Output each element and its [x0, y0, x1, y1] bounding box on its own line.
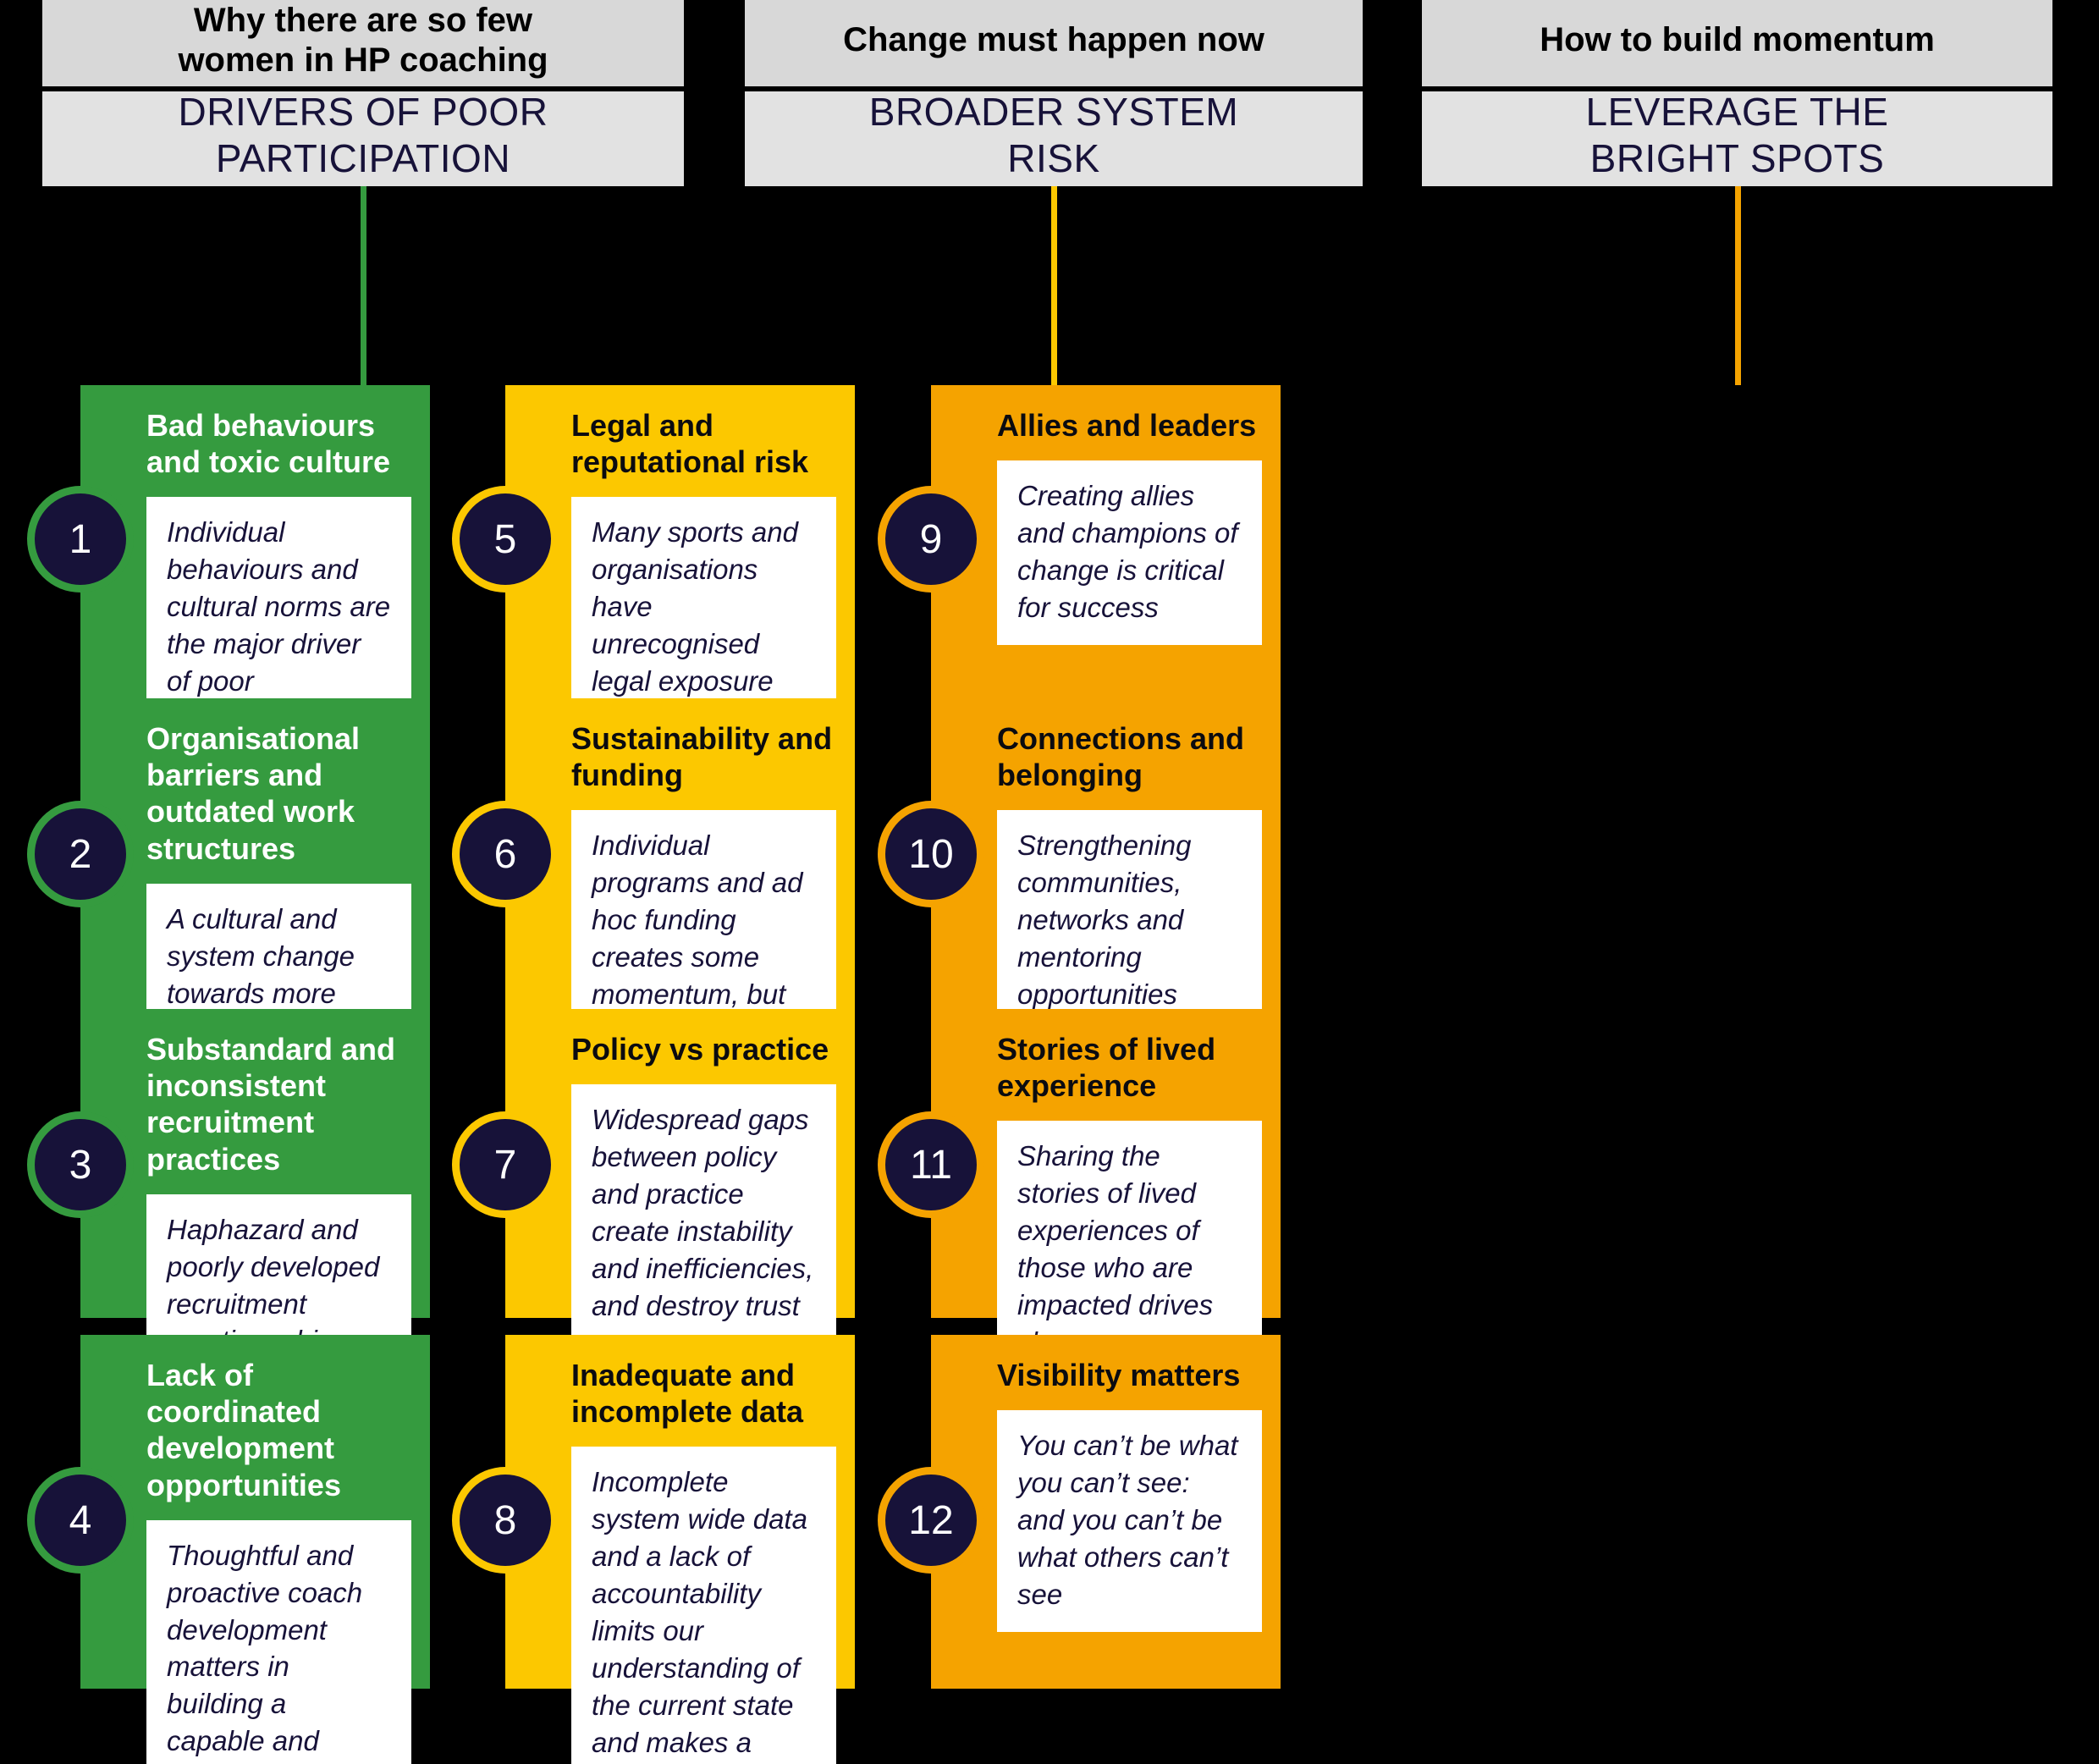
card-body-text: You can’t be what you can’t see: and you…: [997, 1410, 1262, 1632]
card-number-badge: 7: [460, 1119, 551, 1210]
column-category-line: DRIVERS OF POOR: [178, 89, 548, 134]
card-number-badge: 2: [35, 808, 126, 900]
card-title: Visibility matters: [997, 1358, 1241, 1392]
card-number-badge: 4: [35, 1475, 126, 1566]
card-number-badge: 1: [35, 493, 126, 585]
column-category-line: PARTICIPATION: [215, 136, 511, 180]
card-number-badge: 11: [885, 1119, 977, 1210]
connector-line-risk: [1051, 186, 1057, 385]
card-number-badge: 5: [460, 493, 551, 585]
column-category-line: LEVERAGE THE: [1585, 89, 1889, 134]
connector-line-drivers: [361, 186, 366, 385]
column-question-risk: Change must happen now: [745, 0, 1363, 89]
column-question-momentum: How to build momentum: [1422, 0, 2052, 89]
card-title: Organisational barriers and outdated wor…: [146, 721, 361, 866]
card-title: Inadequate and incomplete data: [571, 1358, 804, 1430]
card-title: Allies and leaders: [997, 408, 1257, 443]
card-title: Substandard and inconsistent recruitment…: [146, 1032, 396, 1177]
card-number-badge: 8: [460, 1475, 551, 1566]
card-body-text: Widespread gaps between policy and pract…: [571, 1084, 836, 1343]
column-category-line: BRIGHT SPOTS: [1589, 136, 1885, 180]
card-title: Bad behaviours and toxic culture: [146, 408, 391, 480]
card-number-badge: 6: [460, 808, 551, 900]
card-title: Lack of coordinated development opportun…: [146, 1358, 341, 1502]
connector-line-momentum: [1734, 186, 1741, 385]
card-title: Stories of lived experience: [997, 1032, 1216, 1104]
card-number-badge: 10: [885, 808, 977, 900]
column-question-line: Why there are so few: [193, 1, 533, 39]
card-number-badge: 3: [35, 1119, 126, 1210]
card-body-text: Incomplete system wide data and a lack o…: [571, 1447, 836, 1764]
card-title: Connections and belonging: [997, 721, 1245, 793]
card-title: Policy vs practice: [571, 1032, 829, 1067]
column-question-line: How to build momentum: [1540, 21, 1935, 59]
card-body-text: Creating allies and champions of change …: [997, 460, 1262, 645]
column-question-line: women in HP coaching: [178, 41, 548, 79]
card-title: Sustainability and funding: [571, 721, 833, 793]
card-number-badge: 12: [885, 1475, 977, 1566]
column-category-line: RISK: [1007, 136, 1100, 180]
card-number-badge: 9: [885, 493, 977, 585]
card-body-text: Thoughtful and proactive coach developme…: [146, 1519, 411, 1764]
card-title: Legal and reputational risk: [571, 408, 809, 480]
column-category-line: BROADER SYSTEM: [868, 89, 1239, 134]
column-question-line: Change must happen now: [843, 21, 1264, 59]
